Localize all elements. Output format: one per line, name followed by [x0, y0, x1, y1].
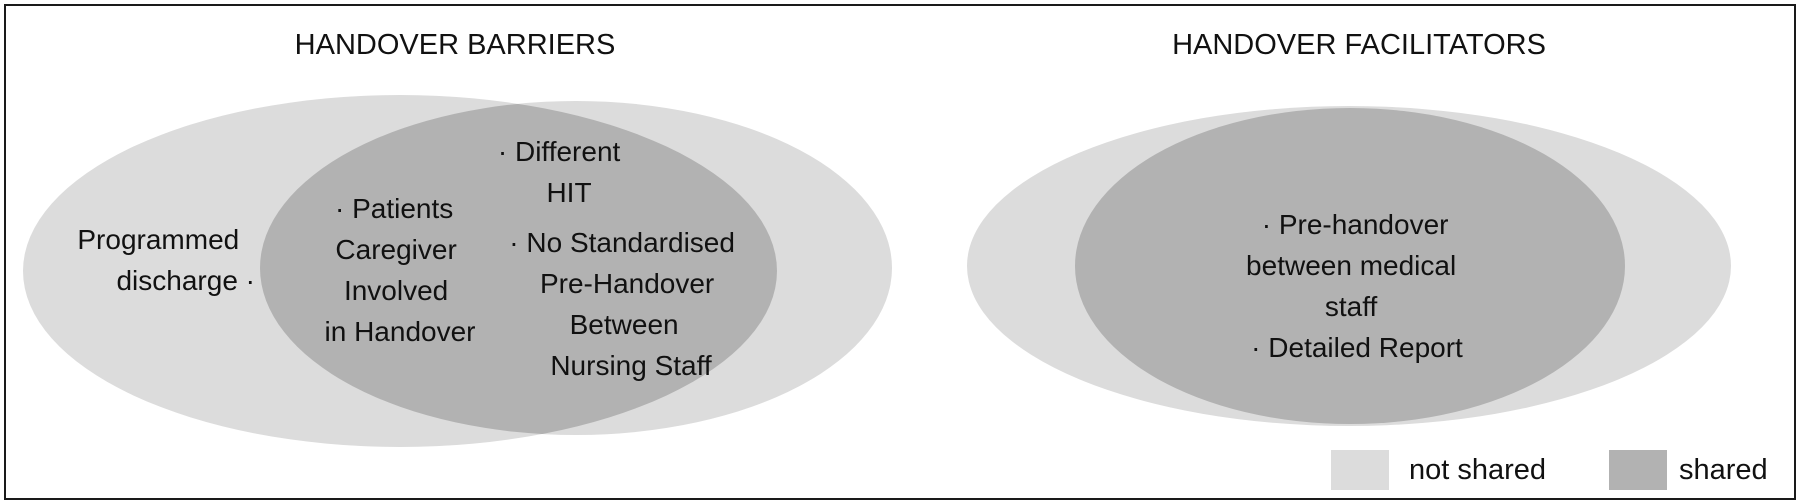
legend-swatch-shared: [1609, 450, 1667, 490]
label-line: HIT: [546, 177, 591, 208]
facilitator-shared-label: · Pre-handover between medical staff · D…: [1246, 209, 1464, 363]
label-line: Programmed: [77, 224, 239, 255]
label-line: Pre-Handover: [540, 268, 714, 299]
barriers-venn: [23, 95, 892, 447]
facilitators-title: HANDOVER FACILITATORS: [1172, 29, 1546, 61]
label-line: · Patients: [335, 193, 453, 224]
legend-label-not-shared: not shared: [1409, 454, 1546, 486]
legend-label-shared: shared: [1679, 454, 1768, 486]
label-line: discharge ·: [116, 265, 255, 296]
label-line: staff: [1325, 291, 1378, 322]
barriers-title: HANDOVER BARRIERS: [295, 29, 616, 61]
label-line: in Handover: [325, 316, 476, 347]
label-line: between medical: [1246, 250, 1456, 281]
label-line: Involved: [344, 275, 448, 306]
label-line: Nursing Staff: [550, 350, 712, 381]
barrier-left-only-label: Programmed discharge ·: [77, 224, 255, 296]
barrier-shared-left-label: · Patients Caregiver Involved in Handove…: [325, 193, 476, 347]
label-line: · Detailed Report: [1251, 332, 1463, 363]
legend-swatch-not-shared: [1331, 450, 1389, 490]
label-line: · Pre-handover: [1262, 209, 1449, 240]
label-line: Caregiver: [335, 234, 456, 265]
label-line: · Different: [498, 136, 621, 167]
barrier-shared-right-label: · No Standardised Pre-Handover Between N…: [509, 227, 742, 381]
facilitators-shared-region: [1075, 108, 1625, 424]
legend: not shared shared: [1331, 450, 1768, 490]
label-line: · No Standardised: [509, 227, 735, 258]
label-line: Between: [570, 309, 679, 340]
barrier-shared-top-label: · Different HIT: [498, 136, 628, 208]
facilitators-venn: [967, 106, 1731, 426]
